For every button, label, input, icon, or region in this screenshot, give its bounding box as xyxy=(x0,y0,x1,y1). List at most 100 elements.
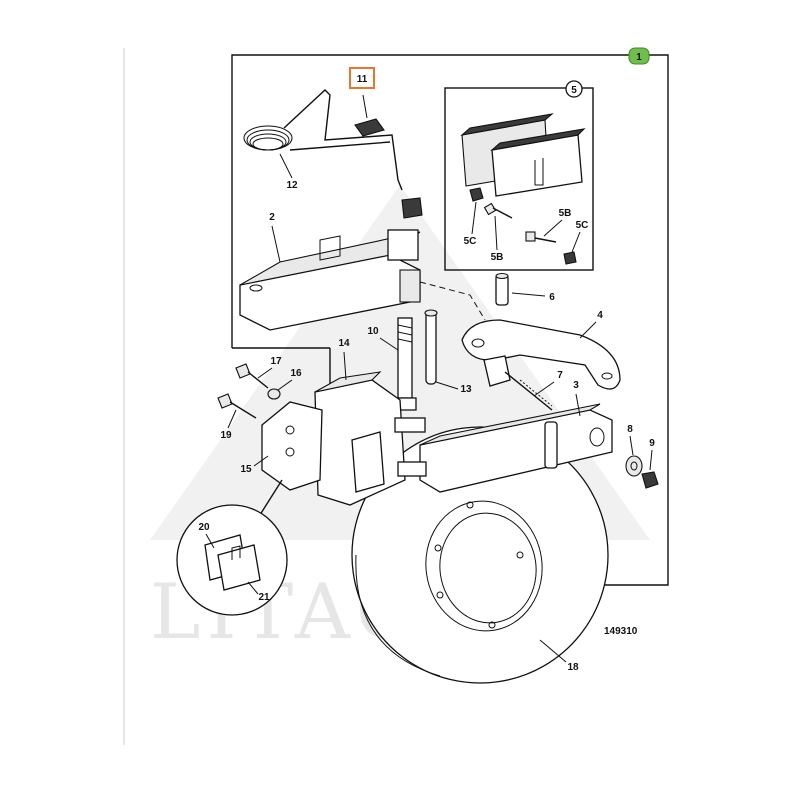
sheet-marker-label: 1 xyxy=(636,52,642,63)
callout-3[interactable]: 3 xyxy=(573,380,579,391)
bolt-5b-upper[interactable] xyxy=(483,202,513,219)
nut-5c-upper[interactable] xyxy=(469,187,484,202)
leader-5b-2 xyxy=(543,219,563,237)
caliper-14-top xyxy=(314,371,382,393)
callout-5b-1[interactable]: 5B xyxy=(491,252,504,263)
leader-10 xyxy=(379,337,399,351)
disc-bore xyxy=(439,512,537,624)
brake-disc-18[interactable]: 18 xyxy=(335,410,624,699)
pin-13-body[interactable] xyxy=(425,311,437,385)
callout-10[interactable]: 10 xyxy=(367,326,379,337)
bolt-19[interactable]: 19 xyxy=(217,393,257,441)
bolt-5b-upper-head[interactable] xyxy=(483,202,497,216)
bar-3-top xyxy=(419,403,601,446)
washer-16-body[interactable] xyxy=(267,388,281,400)
leader-6 xyxy=(511,292,546,297)
shim-slot xyxy=(231,545,241,560)
disc-hole-3 xyxy=(436,591,444,599)
disc-outer[interactable] xyxy=(335,410,624,699)
bracket-15-hole-1 xyxy=(285,425,295,435)
spring-wire-lower xyxy=(289,141,391,151)
bolt-10-body[interactable] xyxy=(397,317,413,399)
washer-8-body[interactable] xyxy=(625,455,643,477)
leader-7 xyxy=(533,381,555,397)
bar-3[interactable]: 3 xyxy=(419,380,613,493)
lever-2[interactable]: 2 xyxy=(239,197,423,331)
leader-2 xyxy=(271,225,281,263)
callout-4[interactable]: 4 xyxy=(597,310,603,321)
callout-21[interactable]: 21 xyxy=(258,592,270,603)
callout-5[interactable]: 5 xyxy=(571,85,577,96)
bolt-17-head[interactable] xyxy=(235,363,251,379)
leader-20 xyxy=(205,533,215,549)
nut-9[interactable]: 9 xyxy=(641,438,659,489)
spring-clip-11[interactable] xyxy=(354,118,385,137)
callout-15[interactable]: 15 xyxy=(240,464,252,475)
bolt-19-head[interactable] xyxy=(217,393,233,409)
washer-8-hole xyxy=(630,461,638,471)
spring-wire xyxy=(283,89,403,191)
shim-21[interactable] xyxy=(217,544,261,591)
disc-hole-1 xyxy=(434,544,442,552)
washer-8[interactable]: 8 xyxy=(625,424,643,477)
callout-20[interactable]: 20 xyxy=(198,522,210,533)
lever-2-boss xyxy=(319,235,341,261)
callout-18[interactable]: 18 xyxy=(567,662,579,673)
leader-17 xyxy=(257,367,273,379)
detail-pointer xyxy=(257,479,283,519)
adjuster-7-clevis[interactable] xyxy=(483,355,511,387)
pin-6-body[interactable] xyxy=(495,274,509,306)
bolt-5b-lower[interactable] xyxy=(525,231,557,243)
callout-12[interactable]: 12 xyxy=(286,180,298,191)
bolt-10-thread xyxy=(397,324,413,343)
bolt-5b-lower-head[interactable] xyxy=(525,231,536,242)
callout-2[interactable]: 2 xyxy=(269,212,275,223)
leader-13 xyxy=(435,381,459,390)
pin-13[interactable]: 13 xyxy=(424,309,472,395)
adjuster-7-thread xyxy=(519,379,553,407)
leader-4 xyxy=(579,321,597,339)
disc-hole-4 xyxy=(488,621,496,629)
leader-5b-1 xyxy=(494,215,498,251)
callout-17[interactable]: 17 xyxy=(270,356,282,367)
spring-12[interactable]: 12 xyxy=(243,89,403,191)
arm-4-hole-end xyxy=(601,372,613,380)
leader-19 xyxy=(227,409,237,429)
callout-11[interactable]: 11 xyxy=(357,74,368,85)
nut-9-body[interactable] xyxy=(641,471,659,489)
sheet-marker-badge[interactable] xyxy=(628,47,650,65)
shim-detail: 20 21 xyxy=(176,479,288,616)
callout-5b-2[interactable]: 5B xyxy=(559,208,572,219)
bolt-17[interactable]: 17 xyxy=(235,356,282,389)
bracket-15[interactable]: 15 xyxy=(240,401,323,491)
caliper-14[interactable]: 14 xyxy=(314,338,427,506)
callout-8[interactable]: 8 xyxy=(627,424,633,435)
part-11-highlight[interactable] xyxy=(349,67,375,89)
reference-number: 149310 xyxy=(604,626,638,637)
part-11-group[interactable]: 11 xyxy=(349,67,385,137)
callout-14[interactable]: 14 xyxy=(338,338,350,349)
sheet-marker[interactable]: 1 xyxy=(628,47,650,65)
callout-5c-2[interactable]: 5C xyxy=(576,220,589,231)
bracket-15-body[interactable] xyxy=(261,401,323,491)
pin-6[interactable]: 6 xyxy=(495,272,555,306)
callout-19[interactable]: 19 xyxy=(220,430,232,441)
nut-5c-lower[interactable] xyxy=(563,251,577,265)
leader-16 xyxy=(277,379,293,391)
callout-7[interactable]: 7 xyxy=(557,370,563,381)
adjuster-7[interactable]: 7 xyxy=(483,355,563,411)
callout-16[interactable]: 16 xyxy=(290,368,302,379)
callout-5c-1[interactable]: 5C xyxy=(464,236,477,247)
leader-14 xyxy=(343,351,347,381)
leader-5c-2 xyxy=(571,231,581,253)
callout-6[interactable]: 6 xyxy=(549,292,555,303)
lever-2-nut[interactable] xyxy=(401,197,423,219)
bolt-5c-upper[interactable] xyxy=(469,187,484,202)
disc-hole-5 xyxy=(466,501,474,509)
disc-hole-2 xyxy=(516,551,524,559)
callout-13[interactable]: 13 xyxy=(460,384,472,395)
callout-9[interactable]: 9 xyxy=(649,438,655,449)
washer-16[interactable]: 16 xyxy=(267,368,302,400)
leader-11 xyxy=(362,94,368,119)
